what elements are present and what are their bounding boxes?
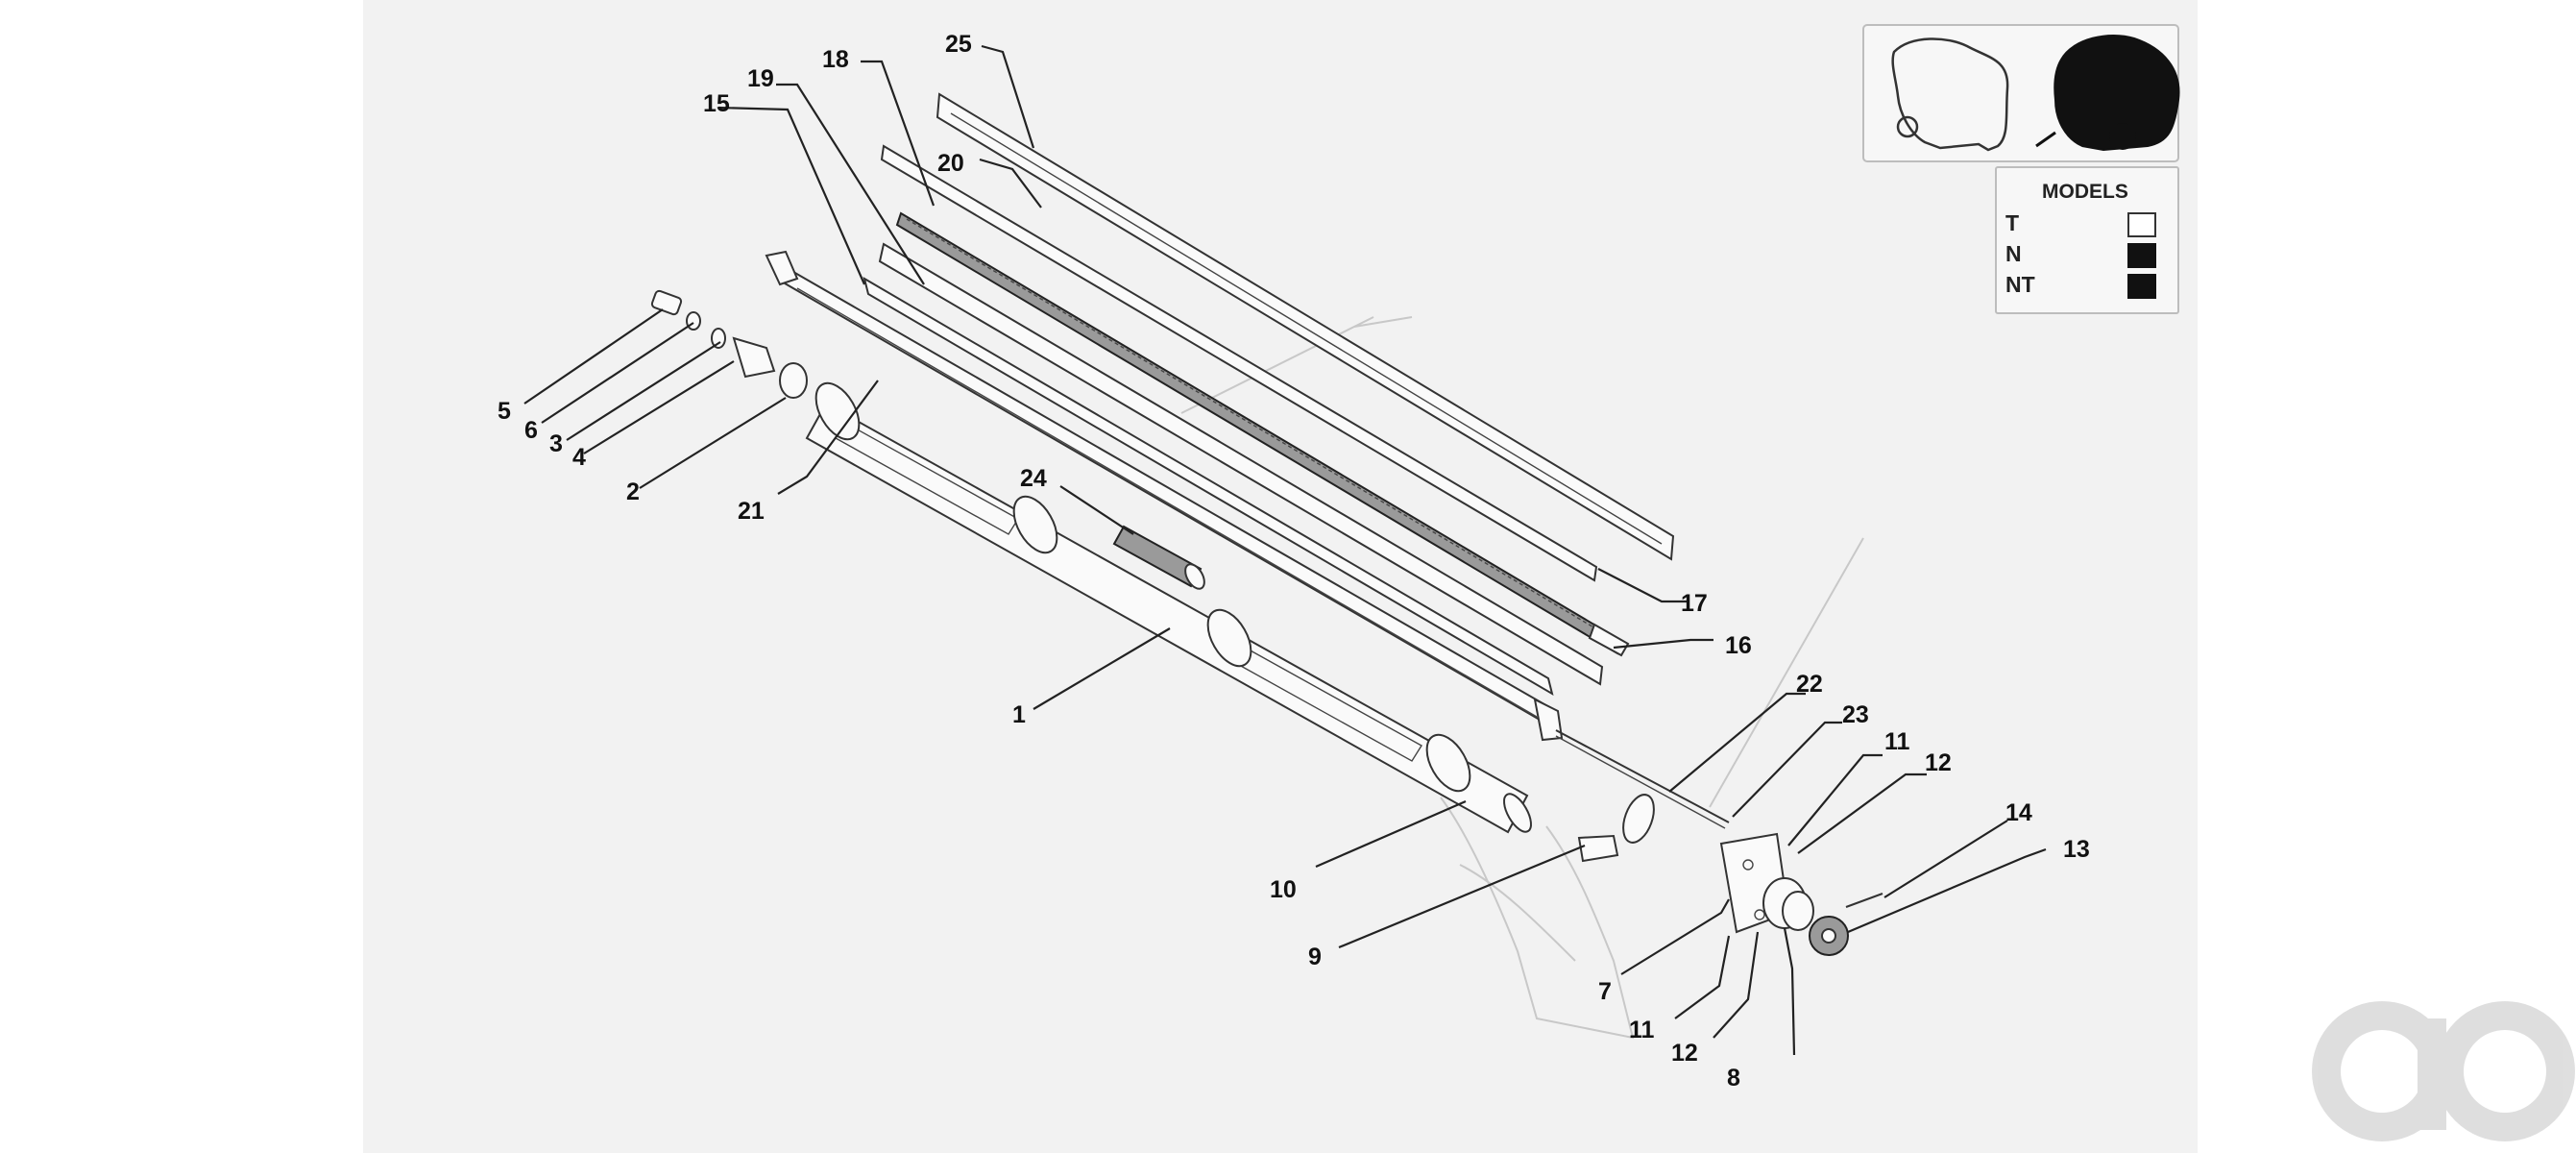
machine-thumbnail [1862, 24, 2180, 162]
callout-13: 13 [2063, 836, 2090, 863]
callout-20: 20 [937, 150, 964, 177]
legend-row-t-swatch [2127, 212, 2156, 237]
callout-15: 15 [703, 90, 730, 117]
legend-row-nt-swatch [2127, 274, 2156, 299]
scraper-bar-18 [895, 211, 1630, 657]
callout-6: 6 [524, 417, 538, 444]
angle-strip-25 [936, 92, 1675, 561]
sleeve-24 [1112, 525, 1205, 590]
callout-10: 10 [1270, 876, 1297, 903]
callouts: 1 2 3 4 5 6 7 8 9 10 11 11 12 12 13 14 1… [498, 31, 2090, 1092]
callout-23: 23 [1842, 701, 1869, 728]
legend-row-t-label: T [2005, 210, 2019, 235]
right-margin [2198, 0, 2576, 1153]
callout-21: 21 [738, 498, 765, 525]
callout-14: 14 [2005, 799, 2032, 826]
roller-1 [805, 381, 1532, 834]
plate-9 [1577, 794, 1655, 863]
models-legend: MODELS T N NT [1995, 166, 2179, 314]
bolt-14 [1845, 893, 1883, 908]
callout-5: 5 [498, 398, 511, 425]
callout-18: 18 [822, 46, 849, 73]
callout-4: 4 [572, 444, 586, 471]
callout-19: 19 [747, 65, 774, 92]
callout-11-upper: 11 [1884, 728, 1910, 755]
callout-1: 1 [1012, 701, 1026, 728]
plate-19 [878, 242, 1604, 686]
sprocket-13 [1809, 916, 1849, 956]
callout-25: 25 [945, 31, 972, 58]
legend-row-nt-label: NT [2005, 272, 2035, 297]
bearing-group-right [1719, 832, 1814, 934]
callout-9: 9 [1308, 944, 1322, 970]
legend-row-n-label: N [2005, 241, 2022, 266]
callout-24: 24 [1020, 465, 1047, 492]
callout-7: 7 [1598, 978, 1612, 1005]
diagram-sheet [363, 0, 2198, 1153]
callout-17: 17 [1681, 590, 1708, 617]
strip-17 [880, 144, 1598, 582]
callout-12-lower: 12 [1671, 1040, 1698, 1067]
callout-16: 16 [1725, 632, 1752, 659]
machine-filled-icon [2054, 35, 2180, 152]
frame-rail-15 [765, 250, 1564, 742]
callout-2: 2 [626, 478, 640, 505]
left-margin [0, 0, 363, 1153]
callout-22: 22 [1796, 671, 1823, 698]
leader-lines [523, 44, 2047, 1056]
machine-outline-faint [1180, 316, 1864, 1040]
callout-3: 3 [549, 430, 563, 457]
callout-12-upper: 12 [1925, 749, 1952, 776]
hardware-left [650, 289, 808, 399]
callout-11-lower: 11 [1629, 1017, 1655, 1043]
callout-8: 8 [1727, 1065, 1740, 1092]
machine-outline-icon [1891, 37, 2009, 152]
models-legend-title: MODELS [2042, 181, 2128, 203]
shaft-22 [1555, 729, 1730, 829]
legend-row-n-swatch [2127, 243, 2156, 268]
watermark-logo [2312, 1001, 2575, 1141]
